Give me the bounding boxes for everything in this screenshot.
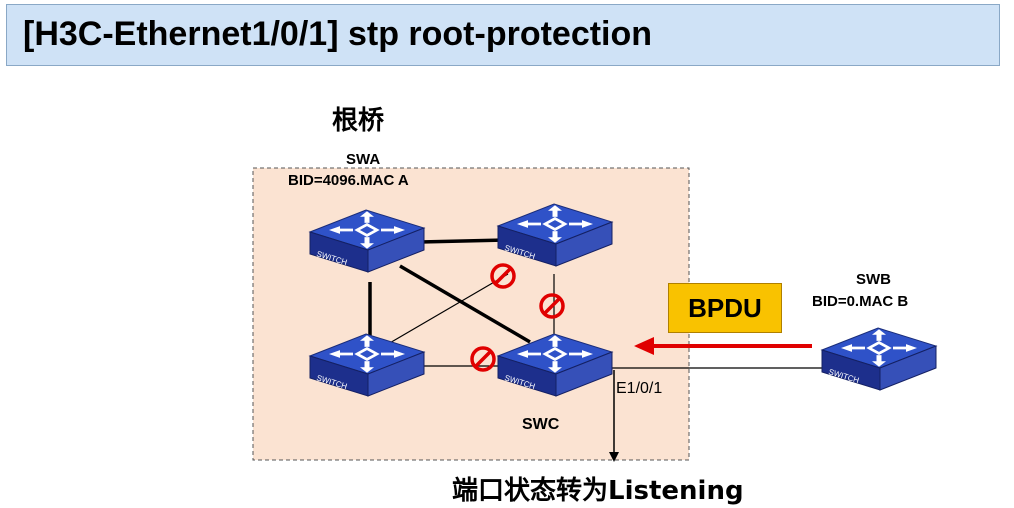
bpdu-box: BPDU	[668, 283, 782, 333]
port-label: E1/0/1	[616, 380, 663, 397]
swc-name: SWC	[522, 416, 560, 433]
swb-name: SWB	[856, 271, 891, 288]
down-arrowhead	[609, 452, 619, 462]
result-text: 端口状态转为Listening	[452, 476, 744, 506]
root-bridge-label: 根桥	[332, 106, 385, 136]
switch-icon-swb	[820, 326, 938, 392]
title-bar: [H3C-Ethernet1/0/1] stp root-protection	[6, 4, 1000, 66]
page-title: [H3C-Ethernet1/0/1] stp root-protection	[23, 15, 653, 53]
link-bl-tr	[387, 273, 509, 345]
root-region	[252, 167, 690, 461]
swa-bid: BID=4096.MAC A	[288, 172, 409, 189]
link-swa-tr	[419, 238, 507, 244]
bpdu-arrowhead	[634, 337, 654, 355]
link-swa-swc	[399, 264, 531, 344]
swb-bid: BID=0.MAC B	[812, 293, 909, 310]
swa-name: SWA	[346, 151, 381, 168]
